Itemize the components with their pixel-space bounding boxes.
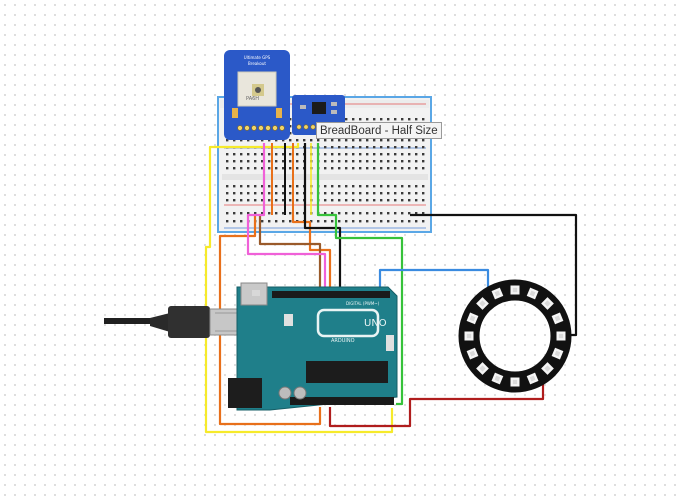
neopixel-led [466,347,479,360]
neopixel-led [551,312,564,325]
neopixel-led [491,287,504,300]
neopixel-led [551,347,564,360]
component-tooltip: BreadBoard - Half Size [316,122,442,139]
gps-module[interactable]: Ultimate GPS Breakout PA6H [224,50,290,140]
blue-wire [378,268,490,290]
neopixel-led [510,285,520,295]
pink-wire [246,143,327,288]
neopixel-led [510,377,520,387]
neopixel-led [476,362,489,375]
gps-subtitle: Breakout [248,61,266,66]
neopixel-led [476,297,489,310]
ring-leds [464,285,566,387]
neopixel-led [526,372,539,385]
gps-pin-header [237,125,285,131]
neopixel-led [556,331,566,341]
yellow-wire [204,143,394,434]
orange-wire-2 [291,215,332,288]
arduino-uno-board[interactable]: ARDUINO UNO DIGITAL (PWM~) [228,282,398,411]
gps-chip-label: PA6H [246,96,259,102]
neopixel-led [466,312,479,325]
arduino-model: UNO [364,318,387,329]
neopixel-led [464,331,474,341]
arduino-digital-label: DIGITAL (PWM~) [346,301,380,306]
gps-title: Ultimate GPS [244,55,271,60]
usb-cable[interactable] [104,306,245,338]
arduino-brand: ARDUINO [331,338,355,344]
green-wire [316,143,404,406]
neopixel-ring[interactable] [458,279,572,393]
red-wire [328,382,545,428]
brown-wire [258,215,322,288]
black-wire-ring [410,213,578,337]
neopixel-led [526,287,539,300]
neopixel-led [491,372,504,385]
